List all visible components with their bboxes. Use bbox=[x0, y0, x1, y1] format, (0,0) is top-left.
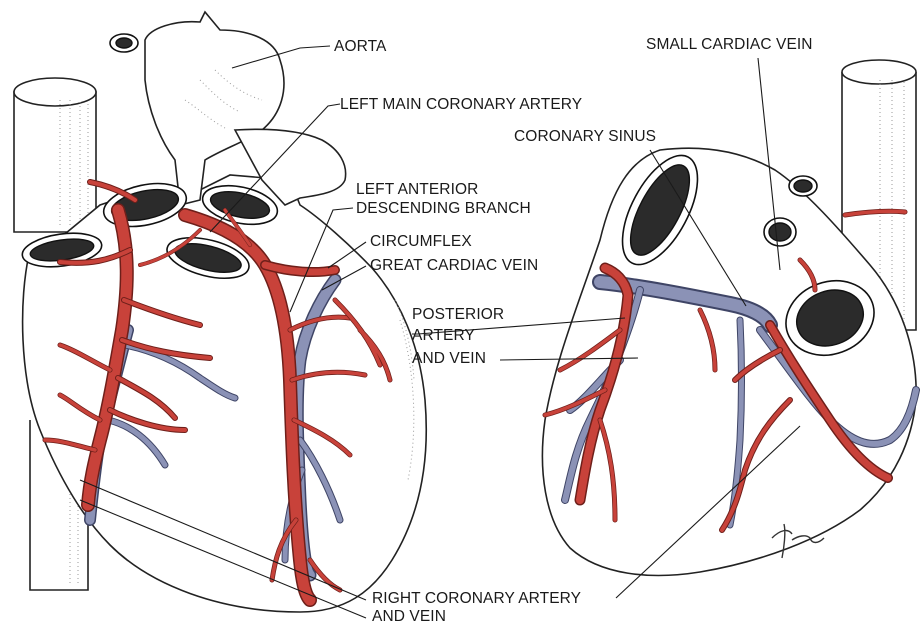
label-posterior-line2: ARTERY bbox=[412, 327, 475, 345]
label-rca-line1: RIGHT CORONARY ARTERY bbox=[372, 590, 581, 608]
label-great-cardiac-vein: GREAT CARDIAC VEIN bbox=[370, 257, 538, 275]
label-coronary-sinus: CORONARY SINUS bbox=[514, 128, 656, 146]
label-lad-line2: DESCENDING BRANCH bbox=[356, 200, 531, 218]
label-rca-line2: AND VEIN bbox=[372, 608, 446, 626]
label-posterior-line3: AND VEIN bbox=[412, 350, 486, 368]
label-left-main-coronary-artery: LEFT MAIN CORONARY ARTERY bbox=[340, 96, 582, 114]
superior-vena-cava bbox=[14, 78, 96, 232]
label-posterior-line1: POSTERIOR bbox=[412, 306, 504, 324]
label-lad-line1: LEFT ANTERIOR bbox=[356, 181, 478, 199]
label-aorta: AORTA bbox=[334, 38, 386, 56]
label-small-cardiac-vein: SMALL CARDIAC VEIN bbox=[646, 36, 813, 54]
label-circumflex: CIRCUMFLEX bbox=[370, 233, 472, 251]
